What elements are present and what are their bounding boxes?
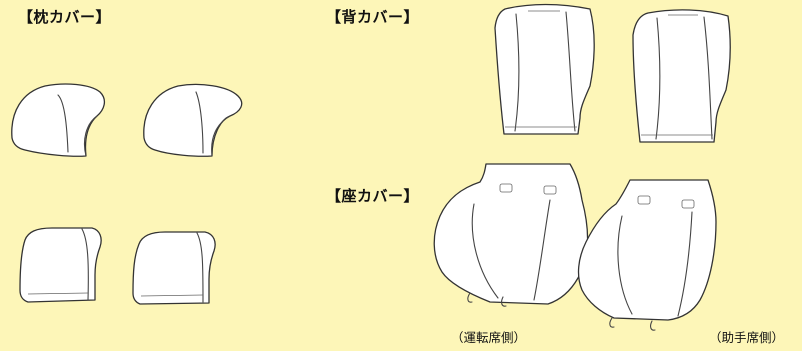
back-cover-passenger — [632, 9, 731, 143]
back-cover-label: 【背カバー】 — [326, 8, 420, 26]
seat-cover-passenger — [577, 179, 717, 331]
passenger-side-caption: （助手席側） — [709, 330, 785, 345]
driver-side-caption: （運転席側） — [451, 330, 527, 345]
pillow-cover-curved-right — [143, 83, 243, 157]
seat-cover-label: 【座カバー】 — [326, 187, 420, 205]
back-cover-driver — [494, 3, 595, 135]
pillow-cover-curved-left — [11, 83, 106, 157]
pillow-cover-label: 【枕カバー】 — [18, 8, 112, 26]
pillow-cover-box-left — [19, 227, 102, 303]
seat-cover-driver — [433, 163, 589, 307]
pillow-cover-box-right — [132, 231, 216, 305]
